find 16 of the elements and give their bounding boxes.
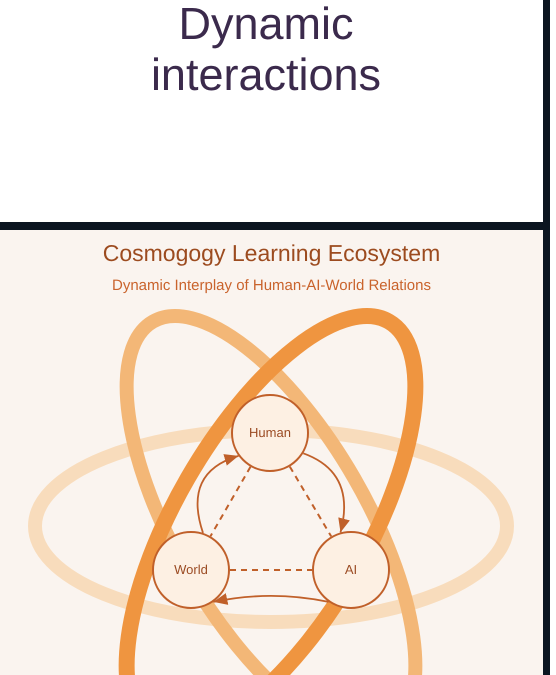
- curved-arrow: [302, 452, 350, 533]
- entity-circle: [312, 531, 390, 609]
- panel-subtitle: Dynamic Interplay of Human-AI-World Relations: [110, 277, 432, 295]
- diagram-panel: [0, 230, 543, 675]
- node-label: World: [174, 562, 208, 578]
- curved-arrow: [213, 593, 329, 606]
- node-label: AI: [344, 562, 358, 578]
- panel-heading: Cosmogogy Learning Ecosystem: [102, 240, 442, 267]
- entity-circle: [152, 531, 230, 609]
- dashed-line: [288, 466, 332, 537]
- entity-circle: [231, 394, 309, 472]
- page-title: Dynamic interactions: [150, 0, 382, 100]
- node-label: Human: [249, 425, 291, 441]
- dashed-line: [230, 569, 312, 571]
- dashed-line: [210, 466, 252, 537]
- curved-arrow: [196, 454, 239, 534]
